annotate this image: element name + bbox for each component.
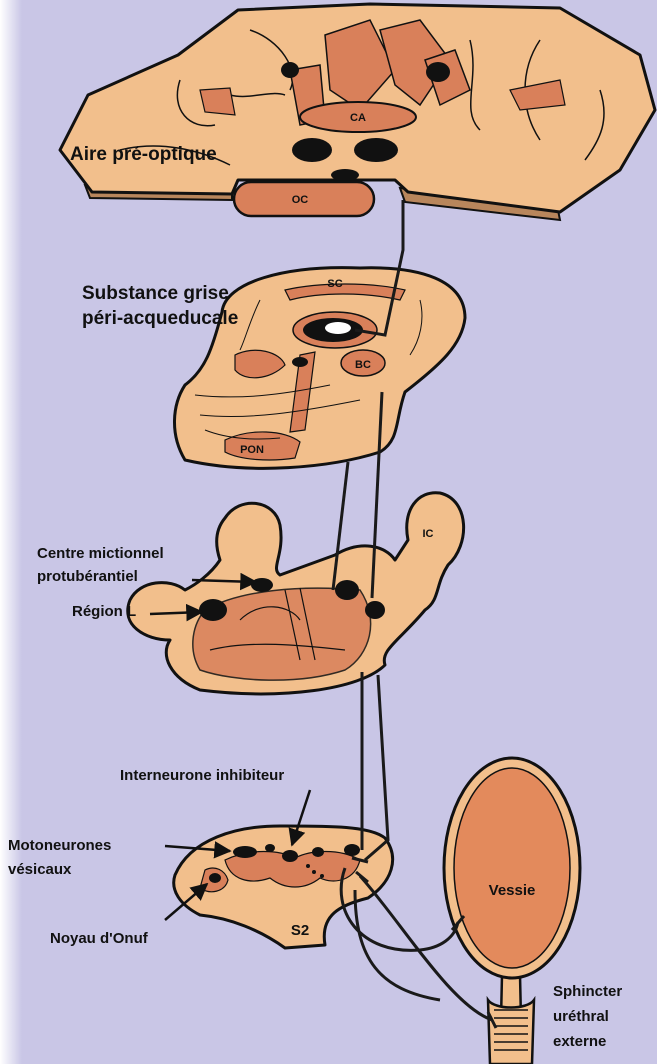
tag-pon: PON: [240, 444, 264, 456]
label-centre-mictionnel: Centre mictionnel: [37, 545, 164, 562]
midbrain-dark-nucleus: [292, 357, 308, 367]
left-edge-fade: [0, 0, 22, 1064]
forebrain-dark-nucleus-2: [354, 138, 398, 162]
label-aire-pre-optique: Aire pré-optique: [70, 144, 217, 165]
tag-sc: SC: [327, 278, 342, 290]
spinal-dark-nucleus-1: [312, 847, 324, 857]
label-urethral: uréthral: [553, 1008, 609, 1025]
spinal-dark-nucleus-3: [265, 844, 275, 852]
label-noyau-onuf: Noyau d'Onuf: [50, 930, 149, 947]
spinal-dot-3: [320, 874, 324, 878]
forebrain-nucleus-6: [200, 88, 235, 115]
forebrain-dark-nucleus-3: [426, 62, 450, 82]
label-vesicaux: vésicaux: [8, 861, 72, 878]
label-sphincter: Sphincter: [553, 983, 622, 1000]
spinal-dot-2: [312, 870, 316, 874]
label-protuberantiel: protubérantiel: [37, 568, 138, 585]
label-motoneurones: Motoneurones: [8, 837, 111, 854]
label-substance-grise: Substance grise: [82, 283, 229, 304]
aqueduct: [325, 322, 351, 334]
onuf-nucleus: [209, 873, 221, 883]
forebrain-dark-nucleus-5: [331, 169, 359, 181]
spinal-dot-1: [306, 864, 310, 868]
spinal-dark-nucleus-2: [344, 844, 360, 856]
label-vessie: Vessie: [489, 882, 536, 899]
label-peri-acqueducale: péri-acqueducale: [82, 308, 238, 329]
pmc-nucleus-right-1: [335, 580, 359, 600]
forebrain-dark-nucleus-4: [281, 62, 299, 78]
tag-ca: CA: [350, 112, 366, 124]
tag-oc: OC: [292, 194, 309, 206]
tag-ic: IC: [423, 528, 434, 540]
region-l-nucleus: [199, 599, 227, 621]
pmc-nucleus-right-2: [365, 601, 385, 619]
label-interneurone-inhibiteur: Interneurone inhibiteur: [120, 767, 284, 784]
forebrain-dark-nucleus-1: [292, 138, 332, 162]
tag-bc: BC: [355, 359, 371, 371]
motoneurone-nucleus: [233, 846, 257, 858]
interneurone-nucleus: [282, 850, 298, 862]
bladder-lumen: [454, 768, 570, 968]
label-externe: externe: [553, 1033, 606, 1050]
label-region-l: Région L: [72, 603, 136, 620]
tag-s2: S2: [291, 922, 309, 939]
pmc-nucleus-left: [251, 578, 273, 592]
